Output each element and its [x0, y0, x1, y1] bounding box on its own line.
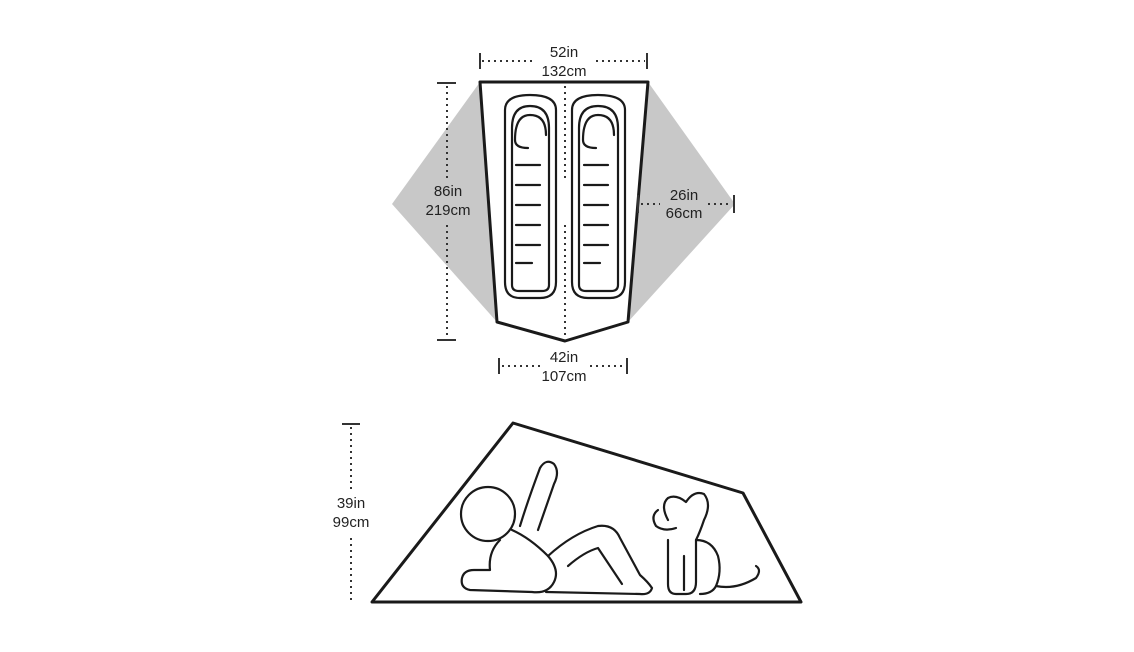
dog-figure	[652, 491, 761, 596]
person-figure	[459, 460, 654, 596]
height-cm: 99cm	[333, 514, 370, 531]
top-width-dimension: 52in 132cm	[479, 44, 648, 80]
sleeping-bag-left	[503, 93, 558, 300]
vestibule-depth-dimension: 26in 66cm	[637, 187, 735, 222]
top-width-in: 52in	[550, 44, 578, 61]
height-dimension: 39in 99cm	[333, 423, 370, 600]
height-in: 39in	[337, 495, 365, 512]
bottom-width-in: 42in	[550, 349, 578, 366]
sleeping-bag-right	[570, 93, 627, 300]
vestibule-depth-cm: 66cm	[666, 205, 703, 222]
right-vestibule	[628, 82, 735, 322]
length-in: 86in	[434, 183, 462, 200]
bottom-width-dimension: 42in 107cm	[498, 349, 628, 385]
vestibule-depth-in: 26in	[670, 187, 698, 204]
floor-plan: 52in 132cm 86in 219cm 26in 66cm	[392, 44, 735, 385]
bottom-width-cm: 107cm	[541, 368, 586, 385]
top-width-cm: 132cm	[541, 63, 586, 80]
left-vestibule	[392, 82, 497, 322]
length-dimension: 86in 219cm	[425, 82, 471, 341]
length-cm: 219cm	[425, 202, 470, 219]
tent-side-outline	[370, 421, 803, 604]
side-profile: 39in 99cm	[333, 421, 803, 604]
